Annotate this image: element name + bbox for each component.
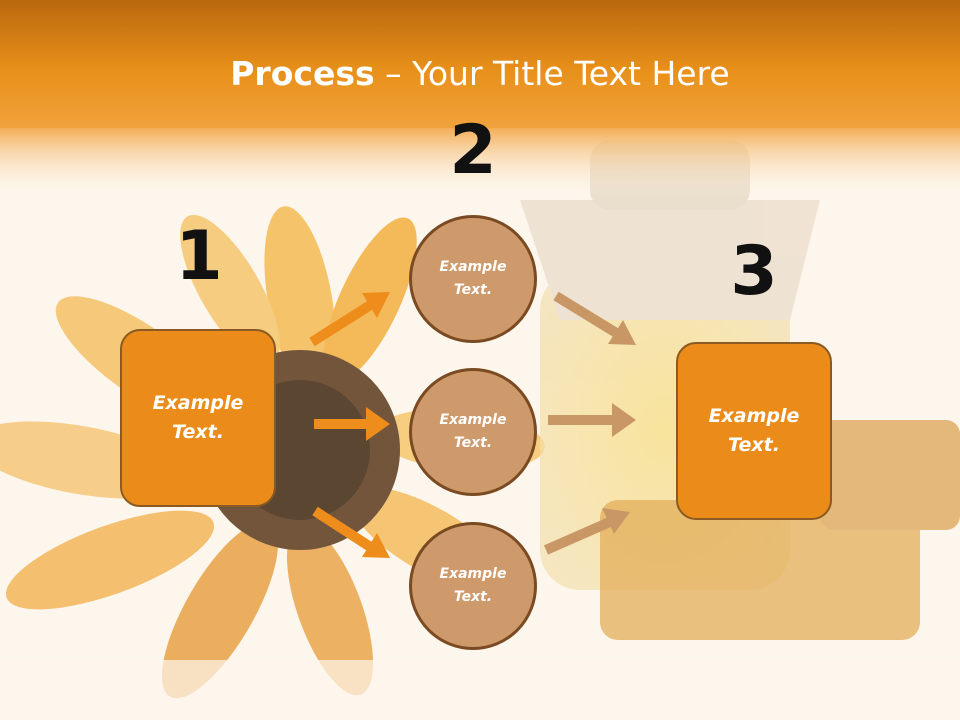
step-number-3: 3 <box>730 232 778 311</box>
step-1-box[interactable]: Example Text. <box>120 329 276 507</box>
step-2-circle-middle[interactable]: Example Text. <box>409 368 537 496</box>
step-number-2: 2 <box>449 111 497 190</box>
circle-middle-text: Example Text. <box>440 409 507 455</box>
circle-middle-line1: Example <box>439 412 507 428</box>
step-1-text: Example Text. <box>153 389 244 447</box>
step-3-box[interactable]: Example Text. <box>676 342 832 520</box>
step-3-text-line2: Text. <box>728 434 780 456</box>
circle-bottom-text: Example Text. <box>440 563 507 609</box>
step-2-circle-top[interactable]: Example Text. <box>409 215 537 343</box>
circle-bottom-line1: Example <box>439 566 507 582</box>
arrow-down-right-2 <box>553 291 636 345</box>
slide-title[interactable]: Process – Your Title Text Here <box>0 52 960 96</box>
step-number-1: 1 <box>175 217 223 296</box>
circle-top-line1: Example <box>439 259 507 275</box>
step-2-circle-bottom[interactable]: Example Text. <box>409 522 537 650</box>
circle-top-text: Example Text. <box>440 256 507 302</box>
arrow-up-right-2 <box>543 508 630 555</box>
arrow-right-2 <box>548 403 636 437</box>
arrow-up-right-1 <box>309 292 390 347</box>
title-rest: – Your Title Text Here <box>374 54 730 93</box>
honeycomb-image <box>600 420 960 640</box>
step-1-text-line1: Example <box>152 392 244 414</box>
circle-bottom-line2: Text. <box>453 589 493 605</box>
title-bold: Process <box>230 54 375 93</box>
circle-top-line2: Text. <box>453 282 493 298</box>
step-3-text: Example Text. <box>709 402 800 460</box>
arrow-right-1 <box>314 407 390 441</box>
step-1-text-line2: Text. <box>172 421 224 443</box>
circle-middle-line2: Text. <box>453 435 493 451</box>
arrow-down-right-1 <box>312 506 390 558</box>
step-3-text-line1: Example <box>708 405 800 427</box>
